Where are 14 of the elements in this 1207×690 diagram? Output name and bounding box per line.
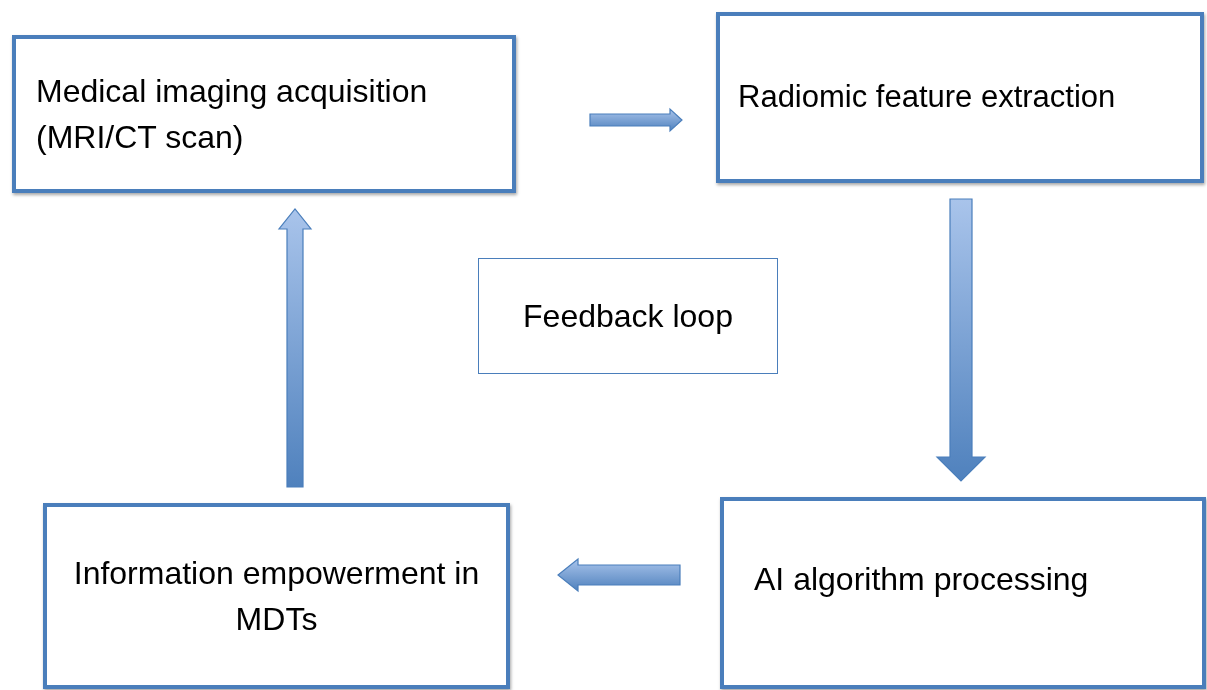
box-label: AI algorithm processing (754, 560, 1089, 599)
block-arrow (557, 557, 681, 593)
process-box (478, 258, 778, 374)
box-label: Medical imaging acquisition (MRI/CT scan) (36, 71, 429, 157)
block-arrow (277, 208, 313, 488)
process-box (43, 503, 510, 689)
box-label: Feedback loop (523, 296, 733, 336)
block-arrow (935, 198, 987, 482)
process-box (720, 497, 1206, 689)
box-label: Radiomic feature extraction (738, 78, 1116, 117)
process-box (716, 12, 1204, 183)
box-label: Information empowerment in MDTs (72, 553, 481, 639)
process-box (12, 35, 516, 193)
block-arrow (589, 107, 683, 133)
